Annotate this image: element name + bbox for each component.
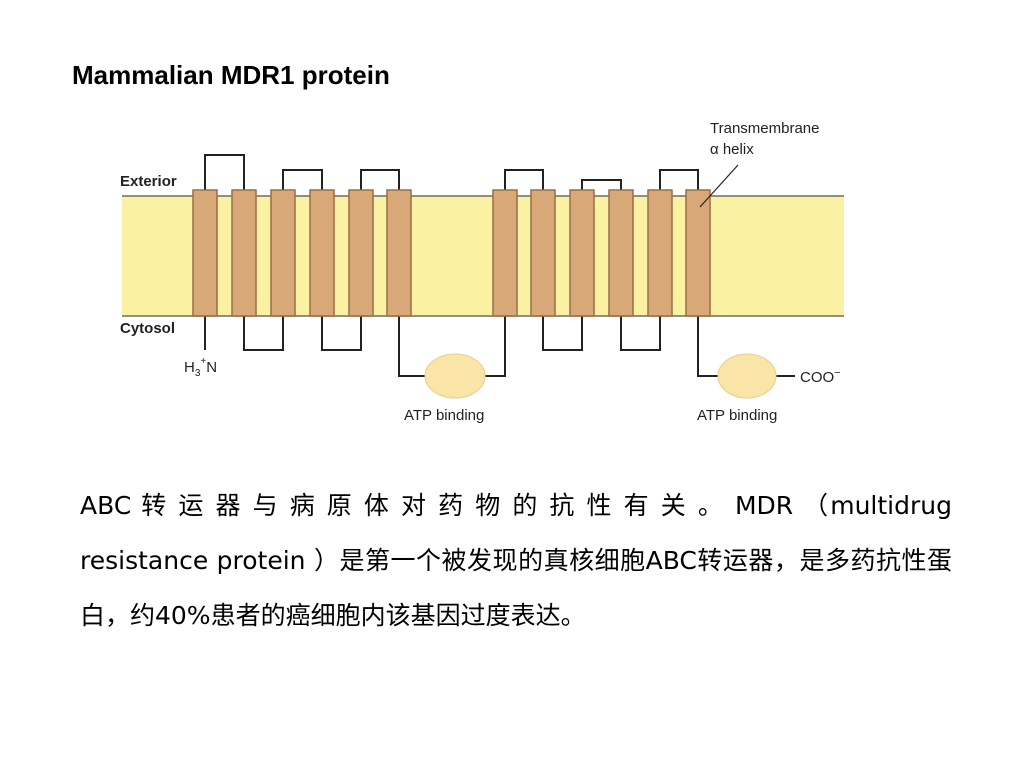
atp-binding-domain-1 — [424, 353, 486, 399]
transmembrane-helix-4 — [309, 189, 335, 317]
transmembrane-helix-5 — [348, 189, 374, 317]
description-paragraph: ABC 转 运 器 与 病 原 体 对 药 物 的 抗 性 有 关 。 MDR … — [80, 491, 952, 630]
helix-label-line2: α helix — [710, 141, 754, 158]
atp-binding-domain-2 — [717, 353, 777, 399]
helix-callout-line — [699, 164, 739, 208]
transmembrane-helix-6 — [386, 189, 412, 317]
transmembrane-helix-2 — [231, 189, 257, 317]
description-text: ABC 转 运 器 与 病 原 体 对 药 物 的 抗 性 有 关 。 MDR … — [80, 478, 952, 643]
exterior-label: Exterior — [120, 173, 177, 190]
mdr1-membrane-diagram: Exterior Cytosol Transmembrane α helix H… — [120, 120, 844, 424]
cytosol-label: Cytosol — [120, 320, 175, 337]
helices-second-half — [492, 189, 711, 317]
polypeptide-chain — [204, 154, 795, 377]
n-terminus-label: H3+N — [184, 356, 217, 379]
atp-binding-label-2: ATP binding — [697, 407, 777, 424]
transmembrane-helix-1 — [192, 189, 218, 317]
transmembrane-helix-3 — [270, 189, 296, 317]
transmembrane-helix-9 — [569, 189, 595, 317]
transmembrane-helix-11 — [647, 189, 673, 317]
atp-binding-label-1: ATP binding — [404, 407, 484, 424]
transmembrane-helix-8 — [530, 189, 556, 317]
transmembrane-helix-12 — [685, 189, 711, 317]
transmembrane-helix-10 — [608, 189, 634, 317]
helices-first-half — [192, 189, 412, 317]
membrane-bilayer — [122, 196, 844, 316]
helix-label-line1: Transmembrane — [710, 120, 819, 137]
page-title: Mammalian MDR1 protein — [72, 60, 390, 90]
transmembrane-helix-7 — [492, 189, 518, 317]
c-terminus-label: COO− — [800, 367, 841, 386]
